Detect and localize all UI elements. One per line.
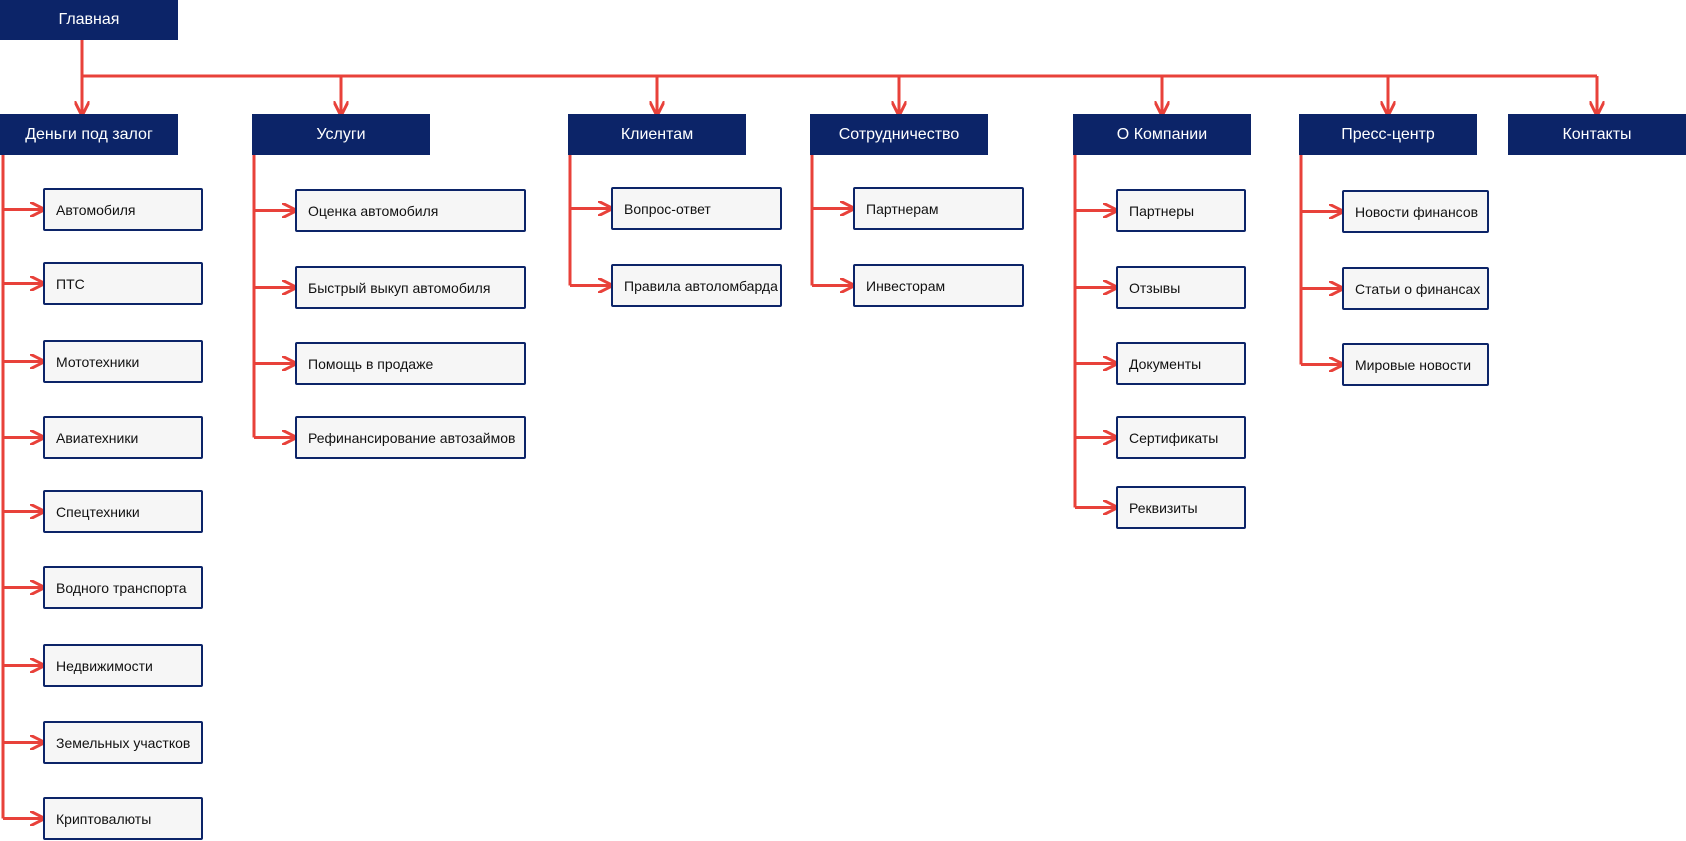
- menu-item-documents[interactable]: Документы: [1116, 342, 1246, 385]
- menu-item-for-partners[interactable]: Партнерам: [853, 187, 1024, 230]
- menu-item-pts[interactable]: ПТС: [43, 262, 203, 305]
- menu-item-real-estate[interactable]: Недвижимости: [43, 644, 203, 687]
- menu-item-finance-news[interactable]: Новости финансов: [1342, 190, 1489, 233]
- menu-item-water-transport[interactable]: Водного транспорта: [43, 566, 203, 609]
- menu-item-certificates[interactable]: Сертификаты: [1116, 416, 1246, 459]
- menu-item-world-news[interactable]: Мировые новости: [1342, 343, 1489, 386]
- menu-item-crypto[interactable]: Криптовалюты: [43, 797, 203, 840]
- menu-item-sale-help[interactable]: Помощь в продаже: [295, 342, 526, 385]
- menu-item-finance-articles[interactable]: Статьи о финансах: [1342, 267, 1489, 310]
- menu-item-requisites[interactable]: Реквизиты: [1116, 486, 1246, 529]
- menu-item-faq[interactable]: Вопрос-ответ: [611, 187, 782, 230]
- section-header-services[interactable]: Услуги: [252, 114, 430, 155]
- menu-item-aviation[interactable]: Авиатехники: [43, 416, 203, 459]
- menu-item-refinancing[interactable]: Рефинансирование автозаймов: [295, 416, 526, 459]
- section-header-clients[interactable]: Клиентам: [568, 114, 746, 155]
- menu-item-land-plots[interactable]: Земельных участков: [43, 721, 203, 764]
- menu-item-partners[interactable]: Партнеры: [1116, 189, 1246, 232]
- section-header-press-center[interactable]: Пресс-центр: [1299, 114, 1477, 155]
- menu-item-reviews[interactable]: Отзывы: [1116, 266, 1246, 309]
- section-header-cooperation[interactable]: Сотрудничество: [810, 114, 988, 155]
- section-header-contacts[interactable]: Контакты: [1508, 114, 1686, 155]
- menu-item-car-appraisal[interactable]: Оценка автомобиля: [295, 189, 526, 232]
- section-header-money-pledge[interactable]: Деньги под залог: [0, 114, 178, 155]
- menu-item-car[interactable]: Автомобиля: [43, 188, 203, 231]
- section-header-about-company[interactable]: О Компании: [1073, 114, 1251, 155]
- menu-item-pawnshop-rules[interactable]: Правила автоломбарда: [611, 264, 782, 307]
- menu-item-for-investors[interactable]: Инвесторам: [853, 264, 1024, 307]
- root-node-main[interactable]: Главная: [0, 0, 178, 40]
- menu-item-quick-buyout[interactable]: Быстрый выкуп автомобиля: [295, 266, 526, 309]
- menu-item-special-machinery[interactable]: Спецтехники: [43, 490, 203, 533]
- menu-item-motorcycles[interactable]: Мототехники: [43, 340, 203, 383]
